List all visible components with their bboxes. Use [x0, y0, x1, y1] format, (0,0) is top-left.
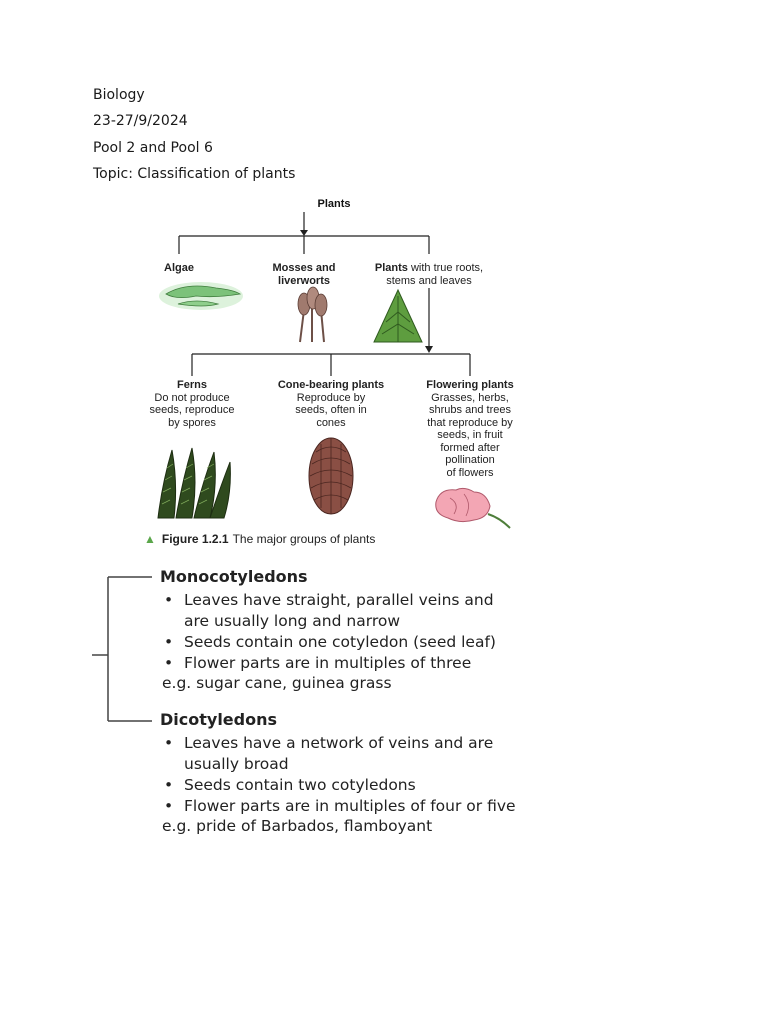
list-item-continuation: are usually long and narrow [162, 611, 496, 632]
figure-root-label: Plants [304, 198, 364, 210]
fern-icon [148, 444, 234, 522]
flowering-line: Grasses, herbs, [431, 392, 509, 404]
list-item: Leaves have straight, parallel veins and [162, 590, 496, 611]
cone-line: Reproduce by [297, 392, 366, 404]
flowering-line: seeds, in fruit [437, 429, 502, 441]
monocot-list: Leaves have straight, parallel veins and… [162, 590, 496, 674]
monocot-example: e.g. sugar cane, guinea grass [162, 674, 392, 692]
topic-line: Topic: Classification of plants [93, 165, 295, 183]
flowering-line: that reproduce by [427, 417, 513, 429]
mosses-line-1: Mosses and [273, 262, 336, 274]
plants-bold: Plants [375, 262, 408, 274]
ferns-description: Ferns Do not produce seeds, reproduce by… [132, 379, 252, 429]
ferns-line: Do not produce [154, 392, 229, 404]
true-roots-label: Plants with true roots, stems and leaves [362, 262, 496, 287]
fir-tree-icon [372, 288, 424, 346]
flower-icon [430, 484, 514, 532]
dicot-example: e.g. pride of Barbados, flamboyant [162, 817, 432, 835]
monocot-heading: Monocotyledons [160, 567, 308, 586]
caption-text: The major groups of plants [233, 532, 376, 546]
cotyledon-comparison: Monocotyledons Leaves have straight, par… [92, 565, 552, 855]
moss-icon [290, 286, 334, 346]
flowering-line: of flowers [446, 467, 493, 479]
flowering-description: Flowering plants Grasses, herbs, shrubs … [410, 379, 530, 479]
ferns-title: Ferns [177, 379, 207, 391]
plant-groups-figure: Plants Algae Mosses and liverworts Plant… [130, 192, 530, 552]
mosses-line-2: liverworts [278, 275, 330, 287]
caption-triangle-icon: ▲ [144, 532, 156, 546]
list-item: Flower parts are in multiples of four or… [162, 796, 516, 817]
list-item: Seeds contain two cotyledons [162, 775, 516, 796]
flowering-line: shrubs and trees [429, 404, 511, 416]
plants-rest-1: with true roots, [408, 262, 483, 274]
cone-description: Cone-bearing plants Reproduce by seeds, … [266, 379, 396, 429]
list-item: Seeds contain one cotyledon (seed leaf) [162, 632, 496, 653]
date-line: 23-27/9/2024 [93, 112, 188, 130]
cone-line: seeds, often in [295, 404, 367, 416]
cone-line: cones [316, 417, 345, 429]
mosses-label: Mosses and liverworts [264, 262, 344, 287]
flowering-line: pollination [445, 454, 495, 466]
algae-label: Algae [154, 262, 204, 275]
list-item-continuation: usually broad [162, 754, 516, 775]
bracket-connector [92, 565, 162, 735]
algae-icon [156, 278, 246, 312]
figure-caption: ▲ Figure 1.2.1 The major groups of plants [144, 532, 375, 546]
pools-line: Pool 2 and Pool 6 [93, 139, 213, 157]
plants-rest-2: stems and leaves [386, 275, 472, 287]
dicot-list: Leaves have a network of veins and are u… [162, 733, 516, 817]
caption-number: Figure 1.2.1 [162, 532, 229, 546]
cone-title: Cone-bearing plants [278, 379, 384, 391]
ferns-line: seeds, reproduce [150, 404, 235, 416]
flowering-line: formed after [440, 442, 499, 454]
list-item: Flower parts are in multiples of three [162, 653, 496, 674]
pine-cone-icon [306, 434, 356, 516]
subject-line: Biology [93, 86, 145, 104]
ferns-line: by spores [168, 417, 216, 429]
dicot-heading: Dicotyledons [160, 710, 277, 729]
list-item: Leaves have a network of veins and are [162, 733, 516, 754]
flowering-title: Flowering plants [426, 379, 513, 391]
